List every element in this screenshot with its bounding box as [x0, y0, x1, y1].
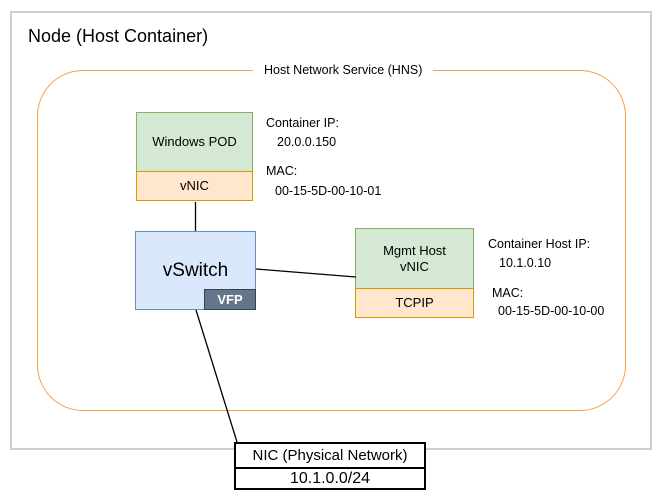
container-host-ip-value: 10.1.0.10	[499, 256, 552, 270]
nic-label-row: NIC (Physical Network)	[236, 444, 424, 469]
mgmt-host-label-line1: Mgmt Host	[383, 242, 446, 258]
host-mac-label: MAC:	[492, 286, 524, 300]
mgmt-host-vnic-label-cell: Mgmt Host vNIC	[355, 228, 474, 289]
vswitch-label: vSwitch	[162, 259, 229, 281]
nic-label: NIC (Physical Network)	[252, 447, 408, 464]
hns-label: Host Network Service (HNS)	[253, 62, 434, 78]
tcpip-label: TCPIP	[395, 294, 434, 310]
mgmt-host-label-line2: vNIC	[400, 258, 429, 274]
container-ip-label: Container IP:	[266, 116, 339, 130]
pod-vnic-label: vNIC	[180, 177, 209, 193]
container-mac-label: MAC:	[266, 164, 298, 178]
vfp-label: VFP	[217, 292, 243, 307]
windows-pod-label: Windows POD	[152, 134, 237, 149]
node-host-container-box	[10, 11, 652, 450]
windows-pod-box: Windows POD vNIC	[136, 112, 253, 201]
mgmt-host-vnic-label: Mgmt Host vNIC	[383, 243, 446, 275]
container-host-ip-label: Container Host IP:	[488, 237, 591, 251]
node-title: Node (Host Container)	[28, 26, 209, 46]
vfp-badge: VFP	[204, 289, 256, 310]
pod-vnic-cell: vNIC	[136, 170, 253, 201]
container-ip-value: 20.0.0.150	[277, 135, 337, 149]
tcpip-cell: TCPIP	[355, 287, 474, 318]
nic-subnet-row: 10.1.0.0/24	[236, 469, 424, 488]
vswitch-box: vSwitch VFP	[135, 231, 256, 310]
windows-pod-label-cell: Windows POD	[136, 112, 253, 172]
host-mac-value: 00-15-5D-00-10-00	[498, 304, 605, 318]
nic-subnet: 10.1.0.0/24	[289, 469, 371, 487]
mgmt-host-vnic-box: Mgmt Host vNIC TCPIP	[355, 228, 474, 318]
container-mac-value: 00-15-5D-00-10-01	[275, 184, 382, 198]
nic-physical-network-box: NIC (Physical Network) 10.1.0.0/24	[234, 442, 426, 490]
